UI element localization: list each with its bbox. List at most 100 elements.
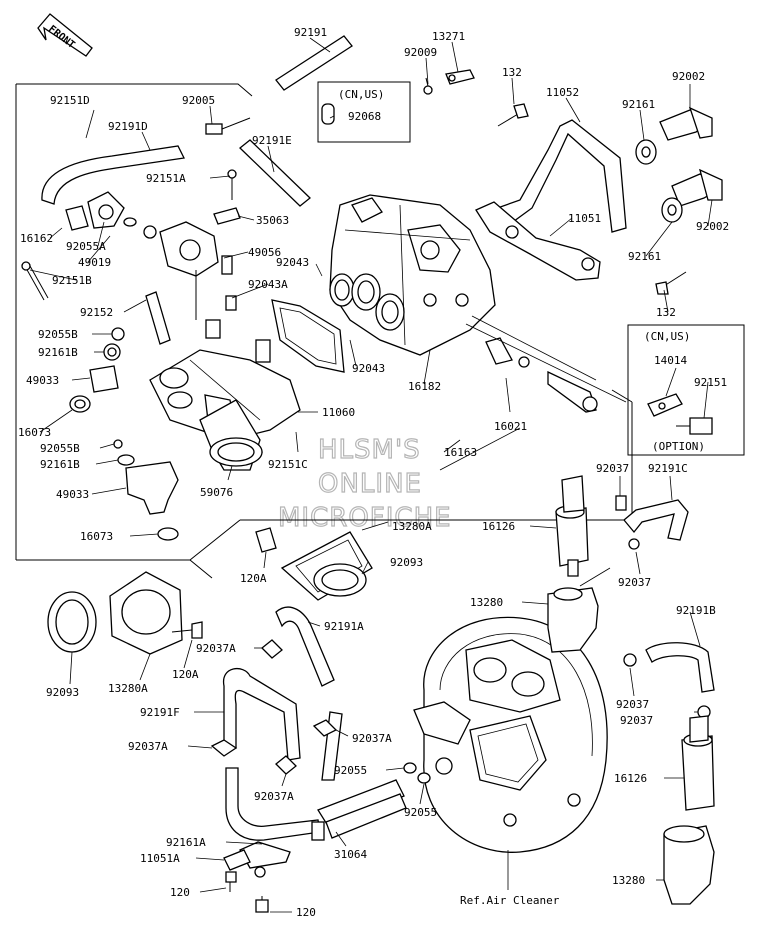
label-11051a: 11051A (140, 852, 180, 865)
label-92191a: 92191A (324, 620, 364, 633)
holder-13280a-middle (255, 527, 373, 601)
label-59076: 59076 (200, 486, 233, 499)
holder-13280-lower (663, 825, 715, 905)
label-31064: 31064 (334, 848, 367, 861)
label-13280a-middle: 13280A (392, 520, 432, 533)
label-92151d: 92151D (50, 94, 90, 107)
label-92037a-top: 92037A (196, 642, 236, 655)
label-92037-mid: 92037 (616, 698, 649, 711)
label-13271: 13271 (432, 30, 465, 43)
intake-duct-59076 (199, 399, 263, 471)
gasket-11060 (271, 299, 345, 373)
bolts-132 (497, 103, 687, 295)
label-92093-middle: 92093 (390, 556, 423, 569)
label-92191d: 92191D (108, 120, 148, 133)
label-92161-bottom: 92161 (628, 250, 661, 263)
part-labels: 92191 13271 92009 132 92002 92151D 92005… (18, 26, 729, 919)
label-92152: 92152 (80, 306, 113, 319)
pressure-regulator (65, 191, 219, 277)
label-92043-top: 92043 (276, 256, 309, 269)
bolts-92002 (635, 106, 723, 223)
label-120a-top: 120A (240, 572, 267, 585)
label-16021: 16021 (494, 420, 527, 433)
label-120a-bottom: 120A (172, 668, 199, 681)
label-92037-top: 92037 (596, 462, 629, 475)
cn-us-box-right: (CN,US) (OPTION) (627, 324, 745, 456)
label-92037a-bottom: 92037A (254, 790, 294, 803)
label-92191c: 92191C (648, 462, 688, 475)
label-92151b: 92151B (52, 274, 92, 287)
label-92191: 92191 (294, 26, 327, 39)
option-note: (OPTION) (652, 440, 705, 453)
label-92005: 92005 (182, 94, 215, 107)
label-92055b-1: 92055B (38, 328, 78, 341)
hoses-lower-left (223, 606, 343, 841)
label-120-left: 120 (170, 886, 190, 899)
label-92002-bottom: 92002 (696, 220, 729, 233)
label-92191b: 92191B (676, 604, 716, 617)
label-92037a-left: 92037A (128, 740, 168, 753)
label-49056: 49056 (248, 246, 281, 259)
label-14014: 14014 (654, 354, 687, 367)
label-11052: 11052 (546, 86, 579, 99)
label-16073-bottom: 16073 (80, 530, 113, 543)
label-92151c: 92151C (268, 458, 308, 471)
label-35063: 35063 (256, 214, 289, 227)
label-11051: 11051 (568, 212, 601, 225)
connector-31064 (225, 779, 407, 913)
label-49033-top: 49033 (26, 374, 59, 387)
watermark-line-2: ONLINE (318, 469, 422, 499)
sensor-16182 (465, 315, 627, 413)
label-92161a: 92161A (166, 836, 206, 849)
label-132-top: 132 (502, 66, 522, 79)
label-16182: 16182 (408, 380, 441, 393)
label-120-right: 120 (296, 906, 316, 919)
label-16126-bottom: 16126 (614, 772, 647, 785)
label-16162: 16162 (20, 232, 53, 245)
ref-air-cleaner-note: Ref.Air Cleaner (460, 894, 560, 907)
bolt-92151b (21, 261, 49, 301)
label-92043-bottom: 92043 (352, 362, 385, 375)
label-92002-top: 92002 (672, 70, 705, 83)
label-92093-bottom: 92093 (46, 686, 79, 699)
injector-rings-left (69, 327, 179, 541)
leader-lines (29, 37, 713, 913)
plate-13271 (423, 69, 475, 95)
pipe-92152 (145, 255, 237, 345)
label-92151: 92151 (694, 376, 727, 389)
hoses-upper-left (41, 35, 353, 207)
label-92191f: 92191F (140, 706, 180, 719)
cn-us-note-right: (CN,US) (644, 330, 690, 343)
watermark-line-1: HLSM'S (318, 435, 421, 465)
label-92161b-2: 92161B (40, 458, 80, 471)
label-92191e: 92191E (252, 134, 292, 147)
label-92055-lower: 92055 (404, 806, 437, 819)
front-arrow: FRONT (37, 13, 93, 57)
label-13280-bottom: 13280 (612, 874, 645, 887)
label-11060: 11060 (322, 406, 355, 419)
label-49033-bottom: 49033 (56, 488, 89, 501)
cn-us-box-top: (CN,US) (317, 81, 411, 143)
clamp-35063 (213, 169, 241, 225)
label-92151a: 92151A (146, 172, 186, 185)
holder-13280-upper (547, 587, 599, 653)
valve-16126-lower (681, 715, 715, 811)
air-cleaner-base (403, 616, 608, 853)
cn-us-note-top: (CN,US) (338, 88, 384, 101)
watermark-line-3: MICROFICHE (278, 503, 452, 533)
throttle-body (329, 194, 496, 356)
label-16073-top: 16073 (18, 426, 51, 439)
label-13280-upper: 13280 (470, 596, 503, 609)
valve-16126-upper (555, 475, 689, 577)
label-49019: 49019 (78, 256, 111, 269)
label-92055-upper: 92055 (334, 764, 367, 777)
watermark: HLSM'S ONLINE MICROFICHE (277, 434, 452, 533)
label-92037a-right: 92037A (352, 732, 392, 745)
label-132-bottom: 132 (656, 306, 676, 319)
label-92043a: 92043A (248, 278, 288, 291)
label-16126-top: 16126 (482, 520, 515, 533)
label-92068: 92068 (348, 110, 381, 123)
label-92037-right: 92037 (618, 576, 651, 589)
label-92037-lower: 92037 (620, 714, 653, 727)
